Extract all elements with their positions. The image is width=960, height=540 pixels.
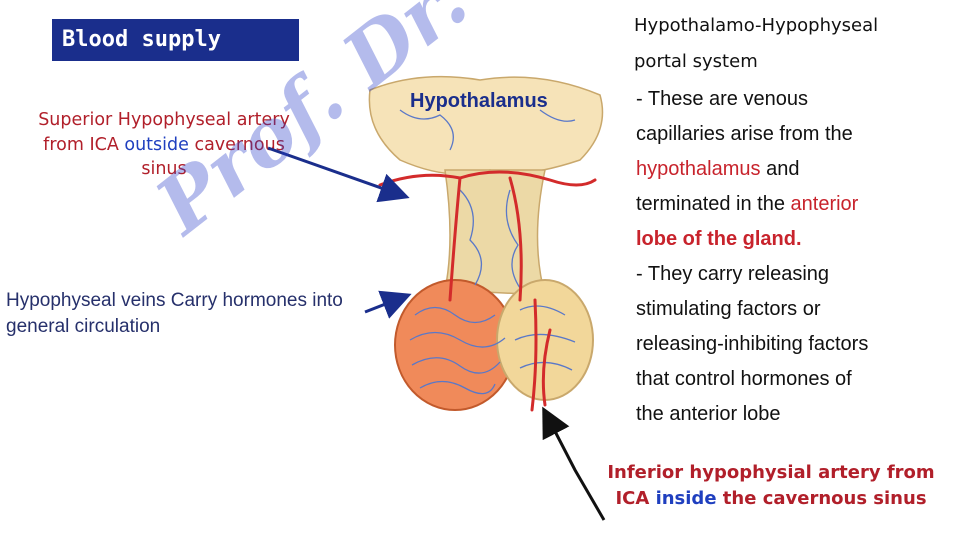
desc-line-6: - They carry releasing xyxy=(636,263,830,285)
superior-artery-arrow xyxy=(267,146,410,203)
veins-arrow xyxy=(364,290,412,319)
desc-line-1: - These are venous xyxy=(636,88,808,110)
pituitary-illustration xyxy=(368,75,604,412)
desc-and: and xyxy=(760,158,800,180)
inferior-artery-text-1: Inferior hypophysial artery from ICA xyxy=(607,462,935,510)
desc-anterior: anterior xyxy=(790,193,859,215)
portal-description: - These are venous capillaries arise fro… xyxy=(636,82,951,432)
desc-line-10: the anterior lobe xyxy=(636,403,781,425)
inferior-artery-text-2: the cavernous sinus xyxy=(716,488,927,510)
desc-line-4: terminated in the anterior xyxy=(636,187,951,222)
portal-title-line-1: Hypothalamo-Hypophyseal xyxy=(634,15,879,36)
desc-line-5: lobe of the gland. xyxy=(636,222,951,257)
desc-line-8: releasing-inhibiting factors xyxy=(636,333,869,355)
artery-vessels xyxy=(378,170,597,412)
desc-period: . xyxy=(796,228,802,250)
inferior-artery-inside: inside xyxy=(655,488,717,510)
inferior-artery-arrow xyxy=(542,406,606,521)
desc-lobe: lobe of the gland xyxy=(636,228,796,250)
capillary-network xyxy=(399,109,576,395)
superior-artery-label: Superior Hypophyseal artery from ICA out… xyxy=(30,108,298,182)
superior-artery-text-2: cavernous sinus xyxy=(141,134,285,180)
portal-title-line-2: portal system xyxy=(634,51,758,72)
desc-hypothalamus: hypothalamus xyxy=(636,158,761,180)
desc-terminated: terminated in the xyxy=(636,193,791,215)
superior-artery-outside: outside xyxy=(124,134,189,155)
page-title: Blood supply xyxy=(52,19,299,61)
portal-system-title: Hypothalamo-Hypophyseal portal system xyxy=(634,8,934,80)
hypothalamus-region xyxy=(368,75,604,175)
desc-line-3: hypothalamus and xyxy=(636,152,951,187)
desc-line-9: that control hormones of xyxy=(636,368,852,390)
hypophyseal-veins-label: Hypophyseal veins Carry hormones into ge… xyxy=(6,290,343,337)
desc-line-2: capillaries arise from the xyxy=(636,123,853,145)
inferior-artery-label: Inferior hypophysial artery from ICA ins… xyxy=(606,460,936,512)
superior-artery-text-1: Superior Hypophyseal artery from ICA xyxy=(38,110,290,155)
desc-line-7: stimulating factors or xyxy=(636,298,821,320)
hypothalamus-label: Hypothalamus xyxy=(410,90,548,112)
